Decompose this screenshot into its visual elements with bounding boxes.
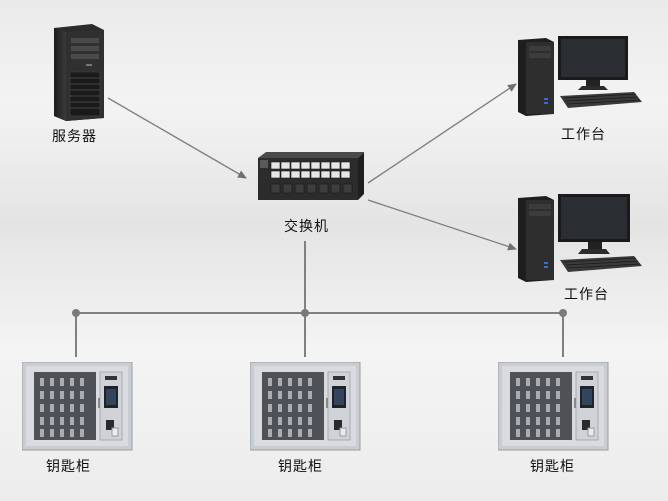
switch-label: 交换机: [284, 219, 329, 235]
bus-junction-dot: [301, 309, 309, 317]
key-cabinet-icon: [21, 361, 133, 451]
bus-junction-dot: [72, 309, 80, 317]
workstation-2-label: 工作台: [564, 287, 609, 303]
desktop-computer-icon: [518, 194, 642, 282]
workstation-1-node: 工作台: [516, 34, 646, 144]
key-cabinet-1-label: 钥匙柜: [46, 459, 91, 475]
edge-switch-workstation-2: [367, 199, 517, 251]
edge-server-switch: [107, 97, 247, 179]
server-node: 服务器: [48, 22, 106, 145]
key-cabinet-2-label: 钥匙柜: [278, 459, 323, 475]
key-cabinet-3-node: 钥匙柜: [497, 361, 610, 482]
workstation-2-node: 工作台: [516, 192, 646, 303]
key-cabinet-icon: [497, 361, 609, 451]
edge-switch-workstation-1: [367, 83, 517, 184]
key-cabinet-icon: [249, 361, 361, 451]
desktop-computer-icon: [518, 36, 642, 116]
key-cabinet-3-label: 钥匙柜: [530, 459, 575, 475]
bus-junction-dot: [559, 309, 567, 317]
server-tower-icon: [54, 24, 104, 121]
key-cabinet-1-node: 钥匙柜: [21, 361, 134, 482]
workstation-1-label: 工作台: [561, 127, 606, 143]
key-cabinet-2-node: 钥匙柜: [249, 361, 362, 482]
server-label: 服务器: [52, 129, 97, 145]
switch-node: 交换机: [254, 150, 366, 235]
network-switch-icon: [258, 152, 364, 200]
